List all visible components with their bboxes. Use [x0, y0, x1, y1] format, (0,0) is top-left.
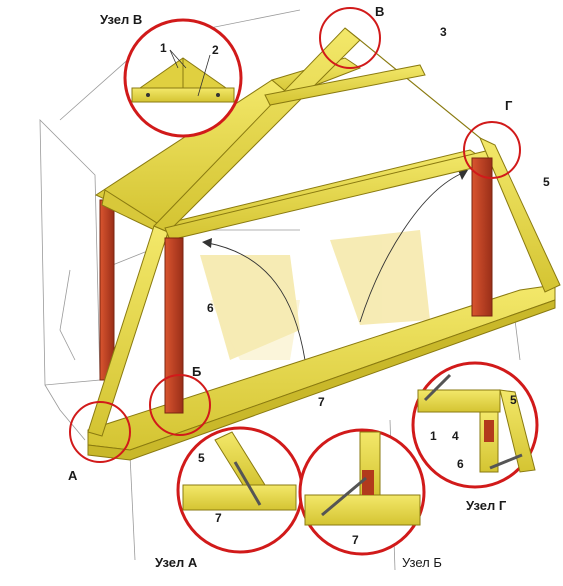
callout-1-g: 1 [430, 429, 437, 443]
callout-3: 3 [440, 25, 447, 39]
callout-1-v: 1 [160, 41, 167, 55]
node-b-title: Узел Б [402, 555, 442, 570]
callout-7-a: 7 [215, 511, 222, 525]
node-g-title: Узел Г [466, 498, 507, 513]
callout-6-g: 6 [457, 457, 464, 471]
node-a-title: Узел А [155, 555, 198, 570]
arrow-head-left [202, 238, 212, 248]
rafter-right-upper [344, 27, 496, 151]
labels: Узел В В Г А Б 1 2 3 5 6 7 5 7 7 1 4 5 6… [68, 4, 550, 570]
detail-node-g [411, 361, 539, 489]
post-front-right [471, 157, 493, 317]
point-g-label: Г [505, 98, 513, 113]
collar-tie [264, 64, 426, 106]
node-rings [69, 7, 521, 463]
callout-5-main: 5 [543, 175, 550, 189]
callout-7-main: 7 [318, 395, 325, 409]
floor-shadows [200, 230, 430, 360]
node-v-title: Узел В [100, 12, 142, 27]
post-front-left [164, 237, 184, 414]
callout-4-g: 4 [452, 429, 459, 443]
point-v-label: В [375, 4, 384, 19]
guide-arrows [207, 171, 466, 361]
callout-2-v: 2 [212, 43, 219, 57]
detail-node-v [123, 18, 243, 138]
arrow-head-right [458, 170, 468, 180]
callout-6-main: 6 [207, 301, 214, 315]
callout-5-a: 5 [198, 451, 205, 465]
detail-node-b [298, 428, 426, 556]
back-frame [94, 79, 291, 381]
callout-7-b: 7 [352, 533, 359, 547]
front-frame [87, 27, 561, 437]
posts [164, 157, 493, 414]
detail-node-a [176, 426, 304, 554]
point-a-label: А [68, 468, 78, 483]
callout-5-g: 5 [510, 393, 517, 407]
point-b-label: Б [192, 364, 201, 379]
